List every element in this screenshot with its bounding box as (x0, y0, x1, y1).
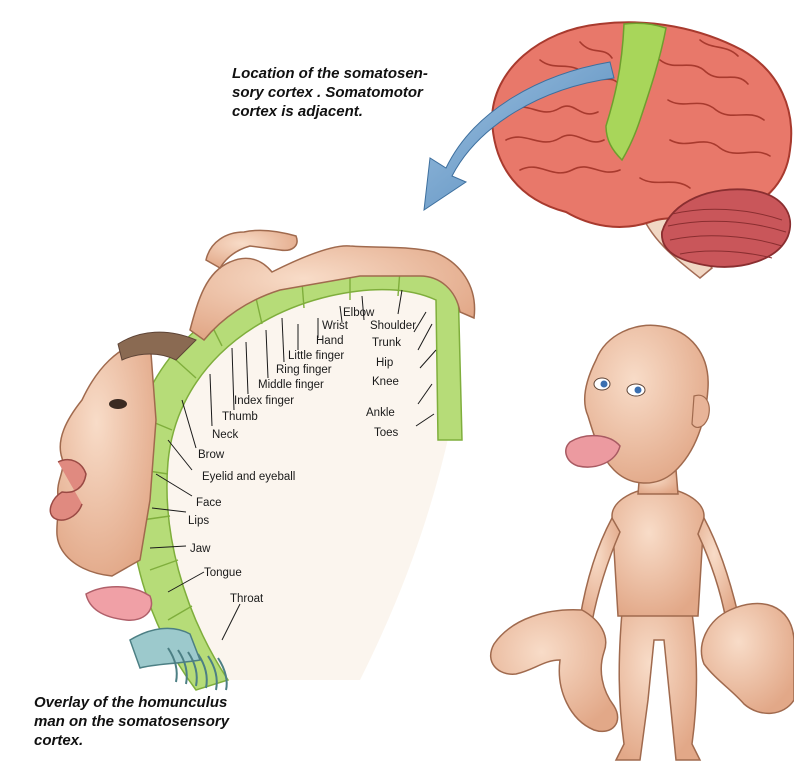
homunculus-eye (109, 399, 127, 409)
homunculus-figure-ear (692, 395, 709, 427)
label-knee: Knee (372, 376, 399, 388)
caption-homunculus-overlay: Overlay of the homunculus man on the som… (34, 693, 274, 750)
throat-cartilage (130, 628, 200, 668)
label-ankle: Ankle (366, 407, 395, 419)
homunculus-right-hand (702, 603, 794, 713)
label-little-finger: Little finger (288, 350, 344, 362)
label-tongue: Tongue (204, 567, 242, 579)
label-elbow: Elbow (343, 307, 375, 319)
label-eyelid-and-eyeball: Eyelid and eyeball (202, 471, 295, 483)
homunculus-left-arm (580, 518, 620, 622)
label-toes: Toes (374, 427, 399, 439)
homunculus-right-arm (698, 518, 738, 620)
label-trunk: Trunk (372, 337, 401, 349)
label-lips: Lips (188, 515, 209, 527)
homunculus-figure-right-iris (635, 387, 642, 394)
label-thumb: Thumb (222, 411, 258, 423)
homunculus-left-hand (491, 610, 618, 732)
label-jaw: Jaw (190, 543, 211, 555)
label-index-finger: Index finger (234, 395, 294, 407)
caption-somatosensory-location: Location of the somatosen- sory cortex .… (232, 64, 482, 121)
label-brow: Brow (198, 449, 225, 461)
homunculus-tongue (86, 587, 152, 620)
label-face: Face (196, 497, 222, 509)
homunculus-torso (612, 488, 704, 616)
label-hand: Hand (316, 335, 344, 347)
homunculus-legs (616, 612, 700, 760)
label-throat: Throat (230, 593, 264, 605)
label-middle-finger: Middle finger (258, 379, 324, 391)
homunculus-head (57, 340, 156, 576)
label-neck: Neck (212, 429, 238, 441)
homunculus-figure-left-iris (601, 381, 608, 388)
cortex-section: Elbow Wrist Shoulder Hand Trunk Little f… (50, 230, 474, 690)
whole-brain-illustration (492, 22, 791, 278)
label-wrist: Wrist (322, 320, 349, 332)
label-hip: Hip (376, 357, 393, 369)
label-ring-finger: Ring finger (276, 364, 332, 376)
label-shoulder: Shoulder (370, 320, 416, 332)
homunculus-figure (491, 325, 794, 760)
